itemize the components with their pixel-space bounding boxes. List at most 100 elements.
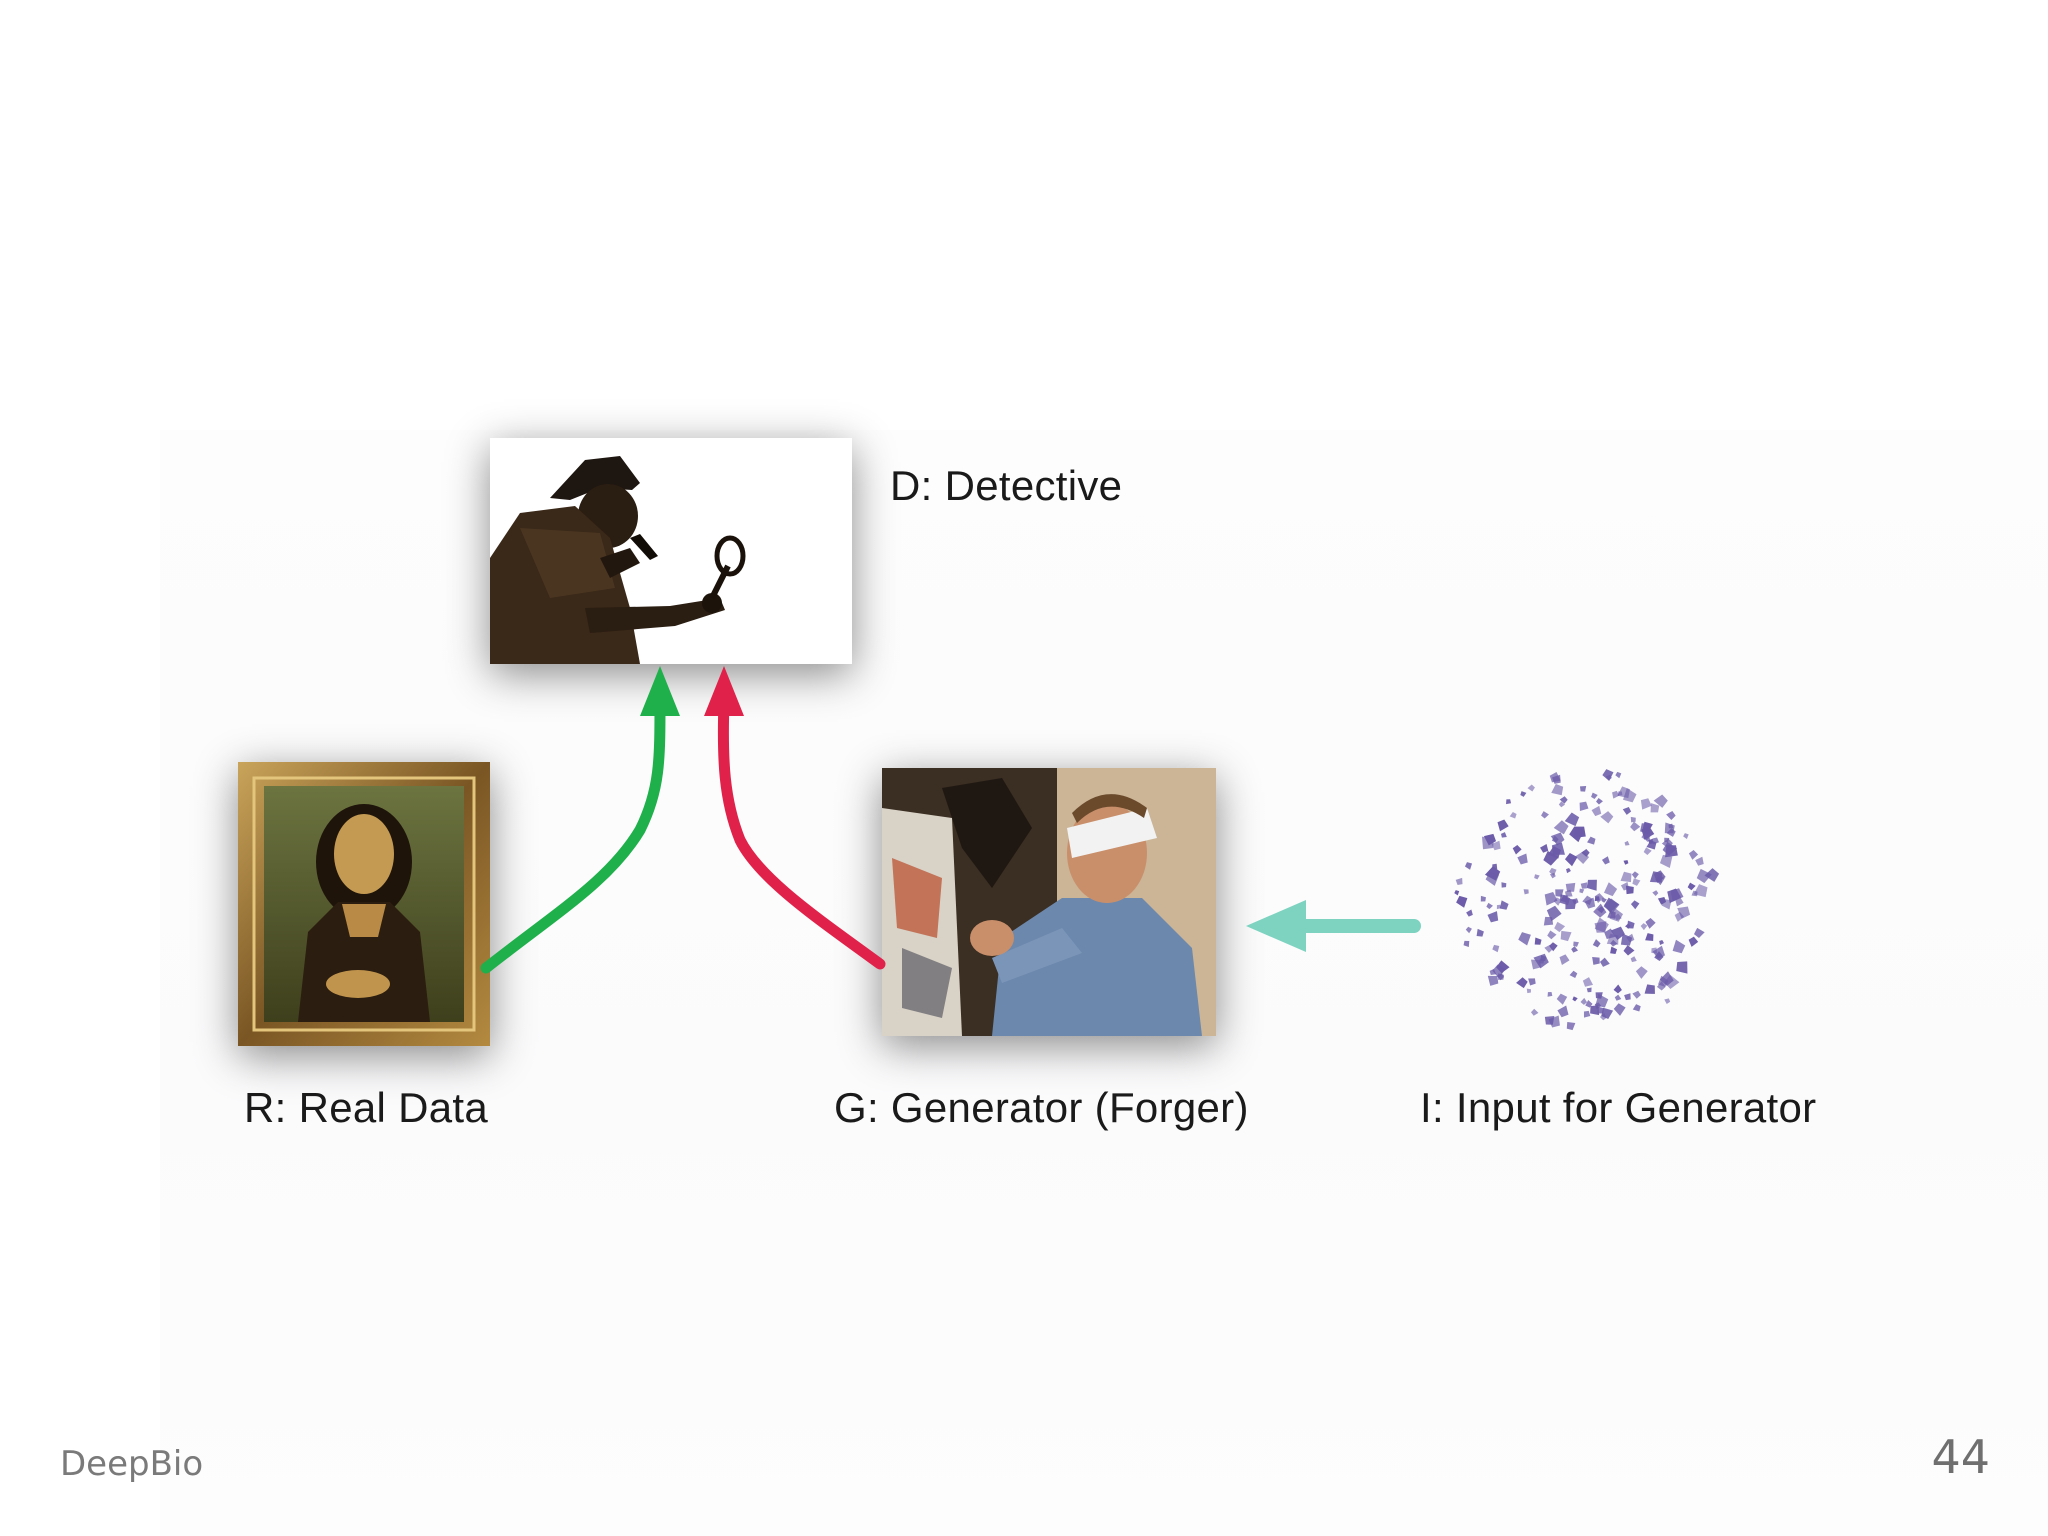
noise-shard	[1540, 844, 1549, 853]
noise-shard	[1506, 799, 1512, 805]
noise-shard	[1595, 993, 1609, 1008]
noise-shard	[1693, 884, 1708, 898]
noise-shard	[1551, 784, 1564, 796]
noise-shard	[1606, 933, 1619, 945]
noise-shard	[1579, 888, 1585, 894]
noise-shard	[1579, 801, 1589, 811]
noise-shard	[1564, 812, 1580, 827]
noise-shard	[1653, 794, 1668, 808]
noise-shard	[1489, 968, 1497, 976]
noise-shard	[1630, 816, 1636, 823]
noise-shard	[1527, 784, 1535, 792]
noise-shard	[1688, 850, 1699, 860]
noise-shard	[1613, 984, 1622, 994]
noise-shard	[1640, 923, 1648, 931]
noise-shard	[1480, 895, 1486, 902]
noise-shard	[1463, 940, 1470, 947]
noise-shard	[1656, 981, 1666, 991]
noise-shard	[1672, 939, 1686, 954]
noise-shard	[1592, 939, 1601, 948]
noise-shard	[1631, 871, 1639, 879]
noise-shard	[1566, 1022, 1576, 1031]
noise-shard	[1579, 785, 1587, 792]
noise-shard	[1667, 888, 1681, 904]
noise-shard	[1613, 1003, 1626, 1016]
noise-shard	[1617, 791, 1623, 796]
noise-shard	[1688, 936, 1699, 947]
noise-shard	[1643, 847, 1652, 856]
noise-shard	[1556, 993, 1568, 1005]
noise-shard	[1543, 916, 1554, 926]
noise-shard	[1676, 961, 1688, 974]
noise-shard	[1509, 811, 1517, 819]
noise-shard	[1653, 870, 1666, 883]
noise-shard	[1635, 966, 1648, 979]
noise-shard	[1569, 826, 1584, 843]
noise-shard	[1624, 993, 1631, 1001]
noise-shard	[1664, 998, 1671, 1004]
noise-shard	[1534, 874, 1540, 880]
noise-shard	[1615, 771, 1622, 779]
noise-shard	[1571, 946, 1579, 953]
noise-shard	[1486, 902, 1493, 910]
detective-label: D: Detective	[890, 462, 1123, 509]
input-arrow-head	[1246, 900, 1306, 952]
noise-shard	[1594, 921, 1607, 933]
noise-shard	[1600, 811, 1614, 824]
noise-shard	[1549, 872, 1556, 879]
input-label: I: Input for Generator	[1420, 1084, 1817, 1131]
noise-shard	[1548, 1015, 1560, 1028]
noise-shard	[1591, 792, 1598, 799]
real-arrow-head	[640, 666, 680, 716]
noise-shard	[1582, 977, 1593, 987]
noise-shard	[1601, 1007, 1614, 1019]
noise-shard	[1645, 933, 1654, 941]
noise-shard	[1704, 868, 1720, 882]
noise-shard	[1664, 822, 1675, 834]
noise-shard	[1602, 769, 1614, 781]
noise-shard	[1476, 928, 1484, 937]
noise-shard	[1683, 833, 1689, 840]
noise-shard	[1501, 882, 1507, 888]
noise-shard	[1650, 803, 1660, 813]
noise-shard	[1693, 927, 1705, 938]
noise-shard	[1586, 987, 1592, 993]
noise-shard	[1585, 999, 1593, 1008]
noise-shard	[1466, 909, 1473, 917]
real-data-label: R: Real Data	[244, 1084, 489, 1131]
noise-shard	[1553, 897, 1562, 906]
noise-shard	[1646, 840, 1657, 850]
noise-shard	[1526, 988, 1531, 994]
noise-shard	[1454, 890, 1460, 896]
generator-image	[882, 768, 1216, 1036]
noise-shard	[1487, 975, 1499, 986]
noise-shard	[1644, 984, 1655, 994]
real-data-image	[238, 762, 490, 1046]
noise-cloud-icon	[1438, 760, 1738, 1040]
noise-shard	[1499, 900, 1509, 910]
noise-shard	[1456, 895, 1468, 908]
noise-shard	[1652, 945, 1666, 959]
noise-shard	[1517, 853, 1528, 865]
noise-shard	[1590, 1005, 1600, 1016]
noise-shard	[1559, 796, 1568, 804]
noise-shard	[1623, 788, 1637, 803]
noise-shard	[1632, 1004, 1641, 1012]
noise-shard	[1575, 850, 1589, 864]
noise-shard	[1566, 868, 1571, 874]
page-number: 44	[1931, 1430, 1990, 1484]
noise-shard	[1666, 811, 1676, 821]
noise-shard	[1610, 946, 1618, 954]
noise-shard	[1564, 853, 1578, 867]
noise-shard	[1560, 930, 1572, 942]
noise-shard	[1610, 926, 1625, 940]
noise-shard	[1645, 917, 1656, 929]
noise-shard	[1559, 954, 1570, 965]
noise-shard	[1573, 941, 1579, 947]
noise-shard	[1675, 897, 1684, 907]
noise-shard	[1491, 840, 1501, 851]
noise-shard	[1543, 850, 1559, 866]
noise-shard	[1586, 879, 1597, 891]
